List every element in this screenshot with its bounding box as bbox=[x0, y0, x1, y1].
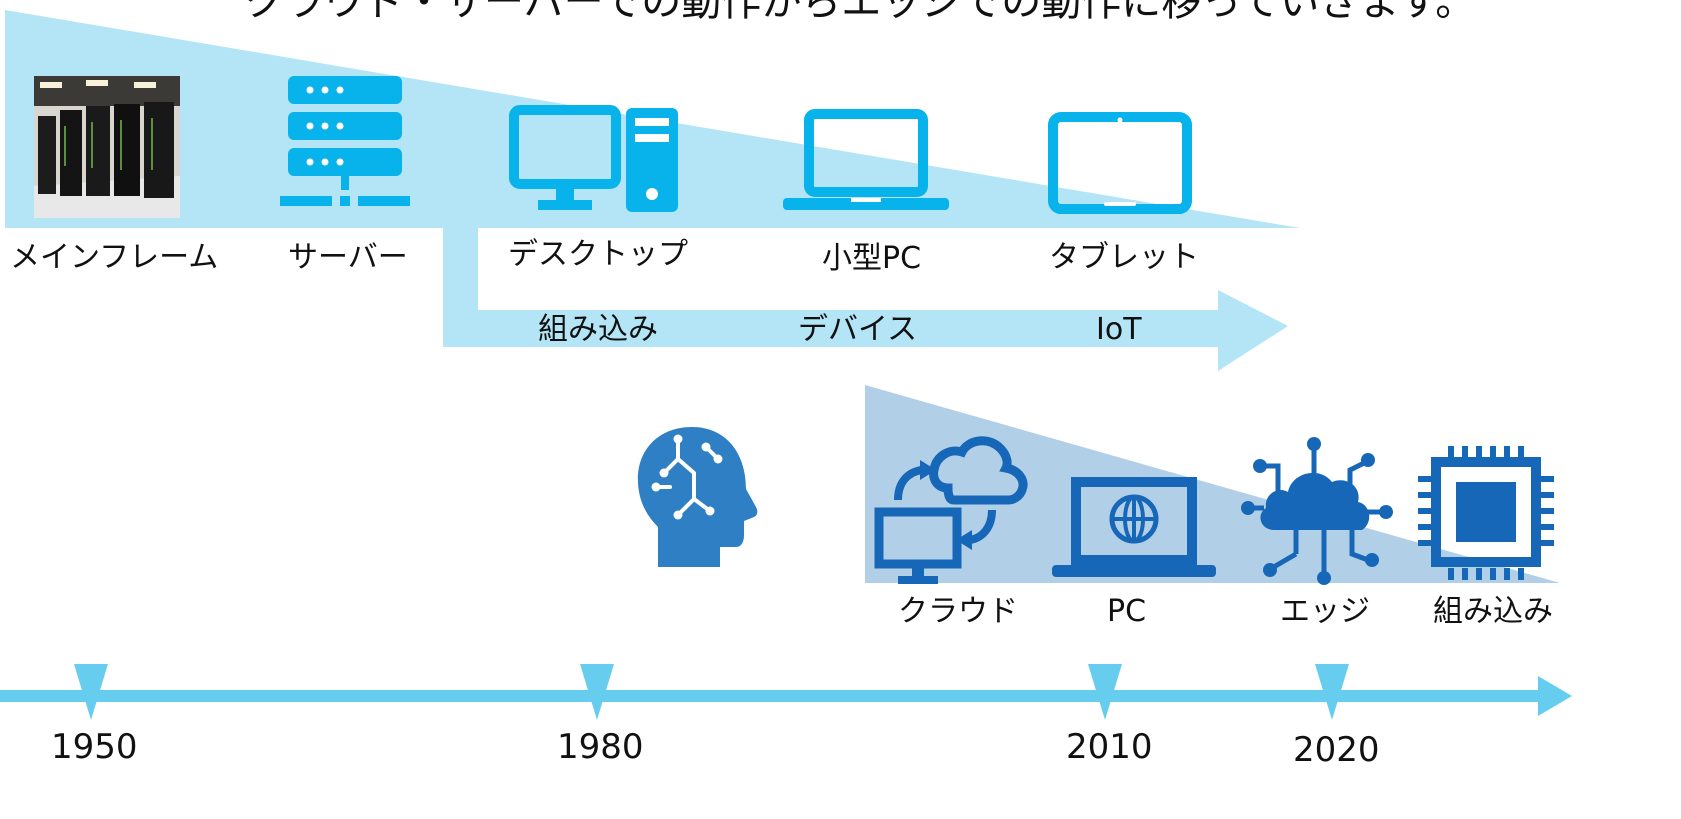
page-title: クラウド・サーバーでの動作からエッジでの動作に移っていきます。 bbox=[244, 0, 1476, 25]
chip-icon bbox=[1418, 446, 1554, 580]
arrow-label-device: デバイス bbox=[798, 312, 918, 347]
device-label-embedded: 組み込み bbox=[1433, 594, 1553, 629]
edge-cloud-icon bbox=[1241, 437, 1393, 585]
laptop-globe-icon bbox=[1052, 477, 1216, 577]
tablet-icon bbox=[1048, 112, 1192, 214]
device-label-desktop: デスクトップ bbox=[508, 237, 688, 272]
mainframe-photo bbox=[34, 76, 180, 218]
year-label-2020: 2020 bbox=[1293, 730, 1380, 770]
cloud-sync-icon bbox=[874, 436, 1028, 584]
arrow-label-embedded: 組み込み bbox=[538, 312, 658, 347]
device-label-mainframe: メインフレーム bbox=[10, 240, 219, 275]
timeline-marker-1980 bbox=[580, 664, 614, 720]
timeline-marker-2010 bbox=[1088, 664, 1122, 720]
desktop-icon bbox=[509, 105, 678, 212]
server-icon bbox=[280, 76, 410, 206]
ai-brain-icon bbox=[637, 427, 758, 567]
device-label-server: サーバー bbox=[288, 240, 408, 275]
year-label-1950: 1950 bbox=[51, 727, 138, 767]
timeline-marker-1950 bbox=[74, 664, 108, 720]
year-label-1980: 1980 bbox=[557, 727, 644, 767]
device-label-tablet: タブレット bbox=[1049, 240, 1199, 275]
timeline-marker-2020 bbox=[1315, 664, 1349, 720]
device-label-small-pc: 小型PC bbox=[822, 241, 922, 276]
device-label-cloud: クラウド bbox=[898, 594, 1018, 629]
year-label-2010: 2010 bbox=[1066, 727, 1153, 767]
device-label-edge: エッジ bbox=[1280, 594, 1370, 629]
arrow-label-iot: IoT bbox=[1096, 312, 1142, 347]
device-label-pc: PC bbox=[1107, 594, 1147, 629]
laptop-icon bbox=[783, 109, 949, 210]
